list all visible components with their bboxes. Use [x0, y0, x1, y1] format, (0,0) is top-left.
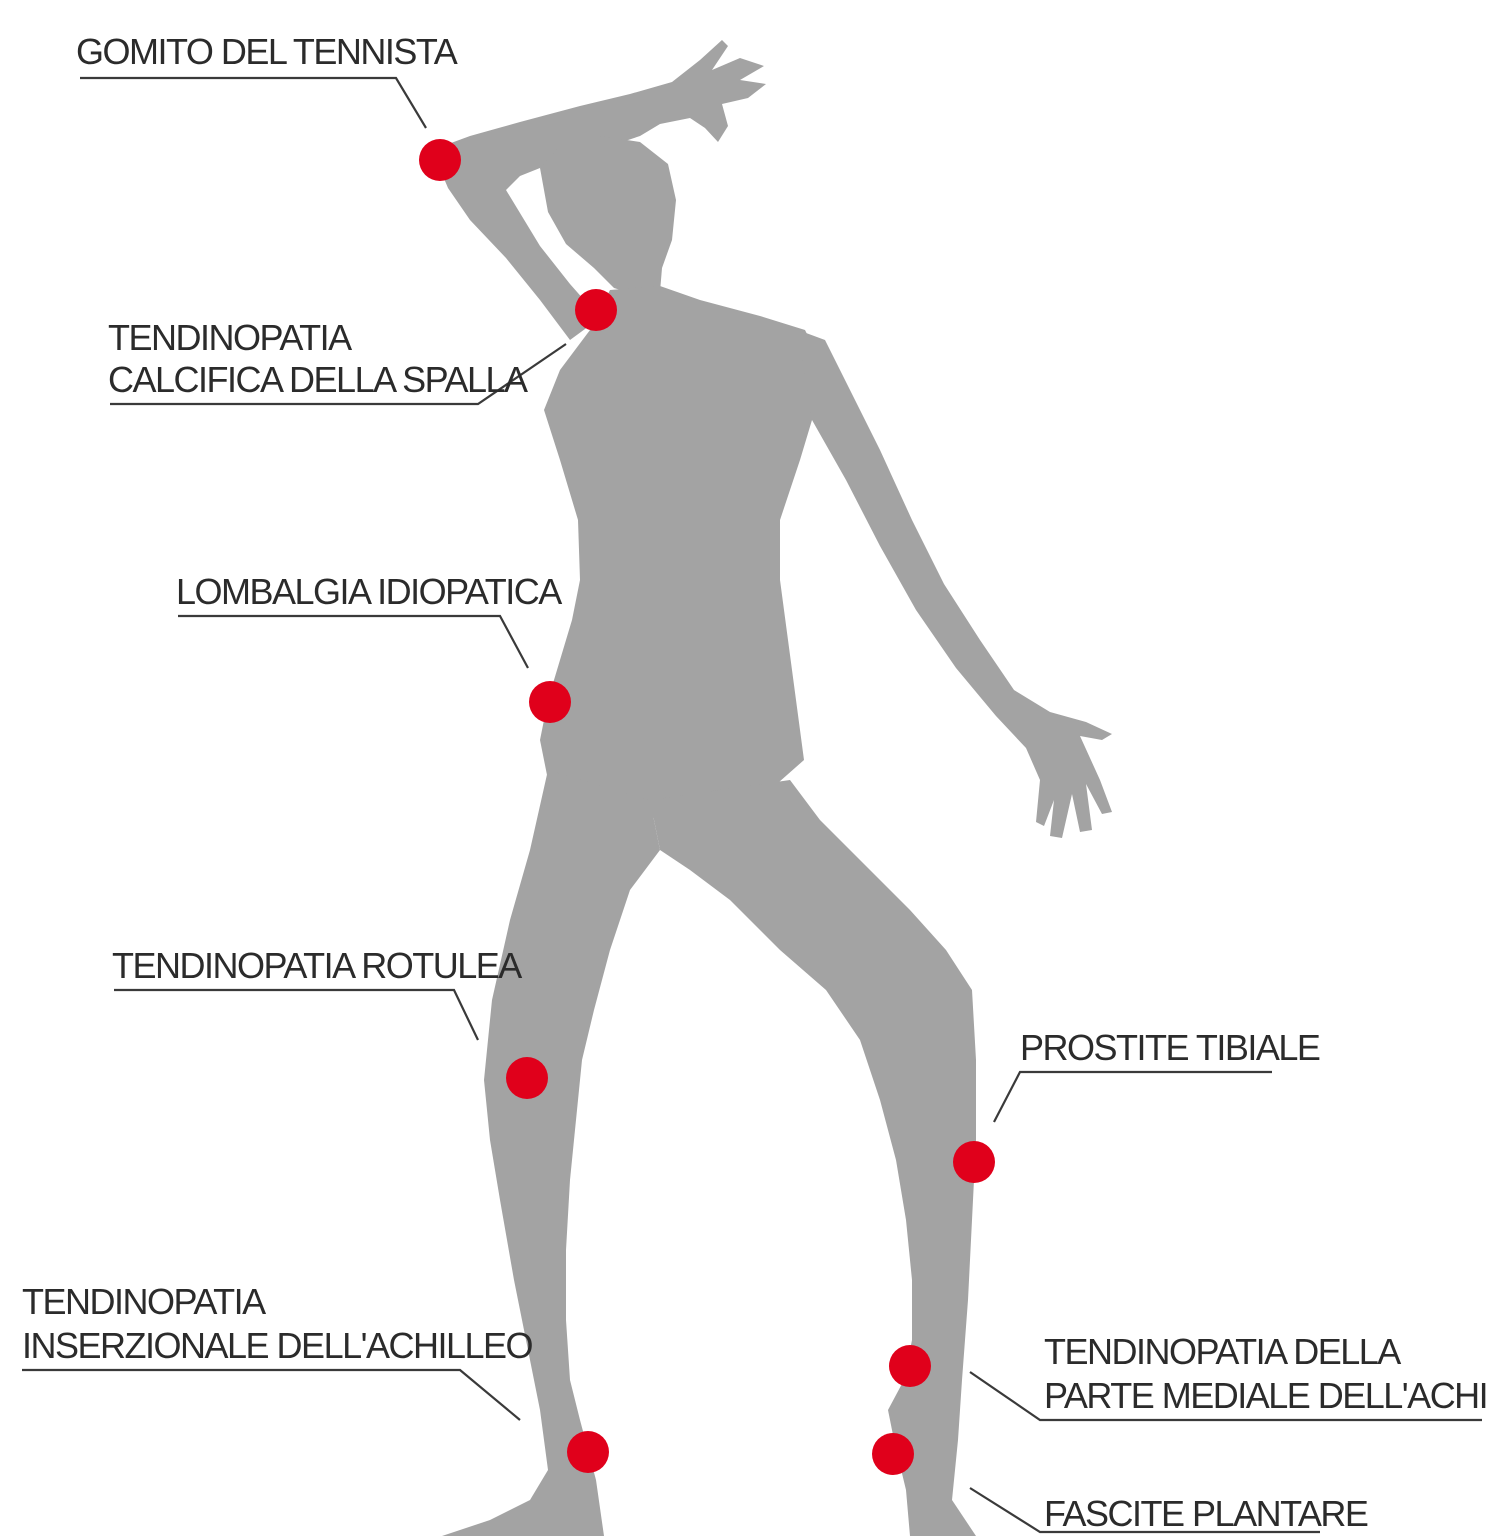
marker-achilles-medial — [889, 1345, 931, 1387]
leader-line-achilles-insertional — [22, 1370, 520, 1420]
label-patellar: TENDINOPATIA ROTULEA — [112, 945, 522, 986]
marker-low-back — [529, 681, 571, 723]
label-achilles-insertional-line2: INSERZIONALE DELL'ACHILLEO — [22, 1325, 533, 1366]
label-plantar: FASCITE PLANTARE — [1044, 1493, 1368, 1534]
leader-line-tennis-elbow — [80, 78, 426, 128]
leader-line-patellar — [114, 990, 478, 1040]
marker-tennis-elbow — [419, 139, 461, 181]
label-low-back: LOMBALGIA IDIOPATICA — [176, 571, 562, 612]
label-shoulder-line1: TENDINOPATIA — [108, 317, 352, 358]
human-silhouette — [432, 40, 1112, 1536]
marker-plantar — [872, 1433, 914, 1475]
label-achilles-insertional-line1: TENDINOPATIA — [22, 1281, 266, 1322]
marker-achilles-insertional — [567, 1431, 609, 1473]
marker-shoulder — [575, 289, 617, 331]
label-achilles-medial-line1: TENDINOPATIA DELLA — [1044, 1331, 1401, 1372]
label-tibial: PROSTITE TIBIALE — [1020, 1027, 1320, 1068]
label-achilles-medial-line2: PARTE MEDIALE DELL'ACHILLEO — [1044, 1375, 1486, 1416]
leader-line-low-back — [178, 616, 528, 668]
marker-patellar — [506, 1057, 548, 1099]
leader-line-tibial — [994, 1072, 1272, 1122]
marker-tibial — [953, 1141, 995, 1183]
label-shoulder-line2: CALCIFICA DELLA SPALLA — [108, 359, 528, 400]
label-tennis-elbow: GOMITO DEL TENNISTA — [76, 31, 458, 72]
